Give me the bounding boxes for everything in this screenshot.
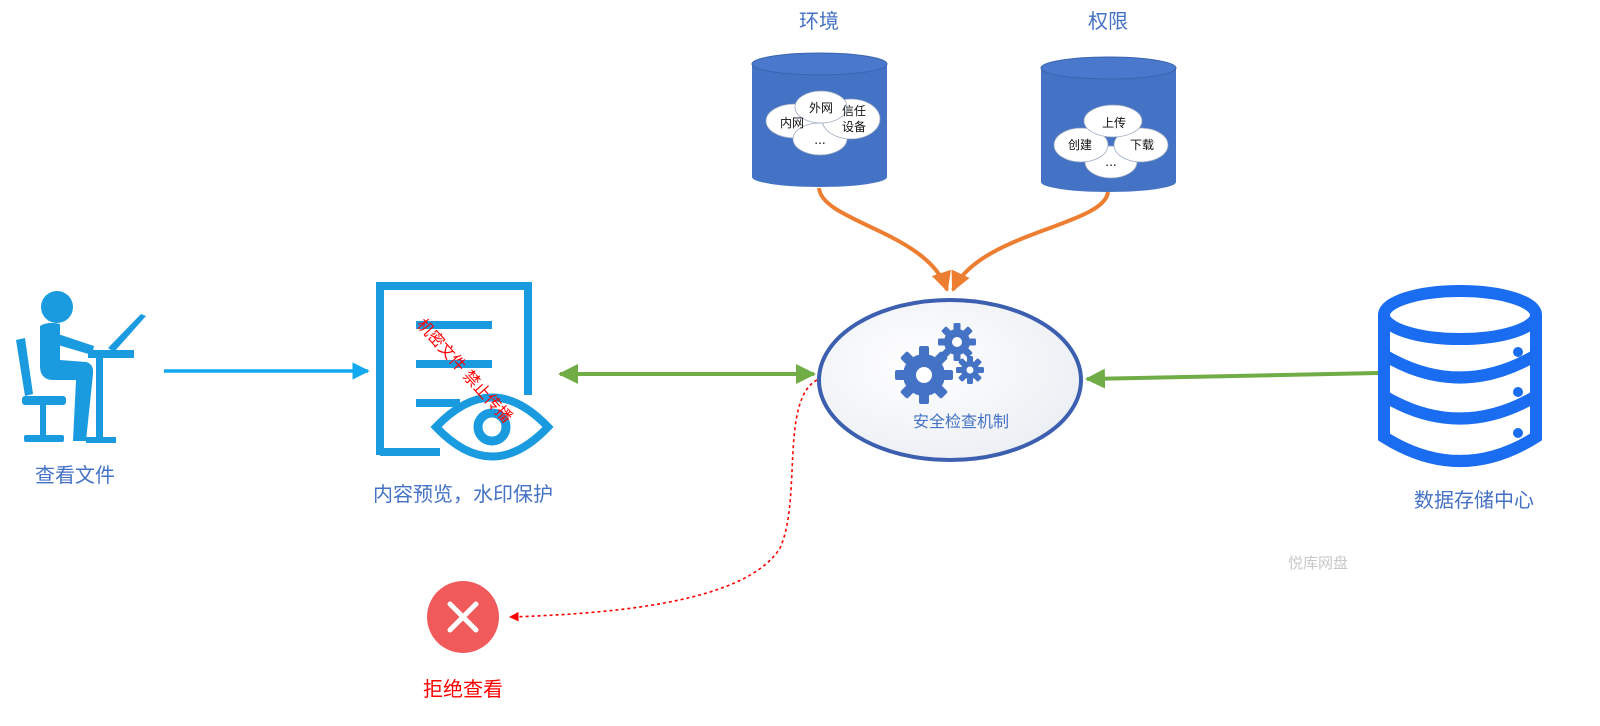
document-eye-icon	[376, 282, 554, 461]
gears-icon	[895, 323, 984, 404]
environment-title: 环境	[799, 9, 839, 33]
database-indicator-dots	[1513, 347, 1523, 438]
arrow-mechanism-to-reject	[509, 379, 818, 622]
permission-item-download: 下载	[1130, 138, 1154, 152]
reject-label: 拒绝查看	[423, 677, 503, 701]
permission-item-more: ...	[1105, 155, 1116, 169]
environment-item-extranet: 外网	[809, 101, 833, 115]
environment-item-more: ...	[814, 133, 825, 147]
arrow-environment-to-mechanism	[817, 187, 951, 292]
arrow-permission-to-mechanism	[951, 191, 1110, 292]
permission-item-create: 创建	[1068, 138, 1092, 152]
permission-item-upload: 上传	[1102, 115, 1126, 130]
mechanism-label: 安全检查机制	[913, 412, 1009, 431]
preview-label: 内容预览，水印保护	[373, 482, 553, 506]
environment-item-device: 设备	[842, 120, 866, 134]
credit-text: 悦库网盘	[1288, 554, 1348, 572]
environment-item-trust: 信任	[842, 104, 866, 118]
permission-title: 权限	[1088, 9, 1128, 33]
close-icon	[447, 601, 479, 633]
storage-label: 数据存储中心	[1414, 488, 1534, 512]
environment-item-intranet: 内网	[780, 116, 804, 130]
user-label: 查看文件	[35, 463, 115, 487]
arrow-storage-to-mechanism	[1085, 368, 1379, 389]
person-at-desk-icon	[16, 291, 146, 443]
environment-database	[751, 52, 888, 187]
database-icon	[1378, 285, 1542, 467]
permission-database	[1040, 56, 1177, 192]
